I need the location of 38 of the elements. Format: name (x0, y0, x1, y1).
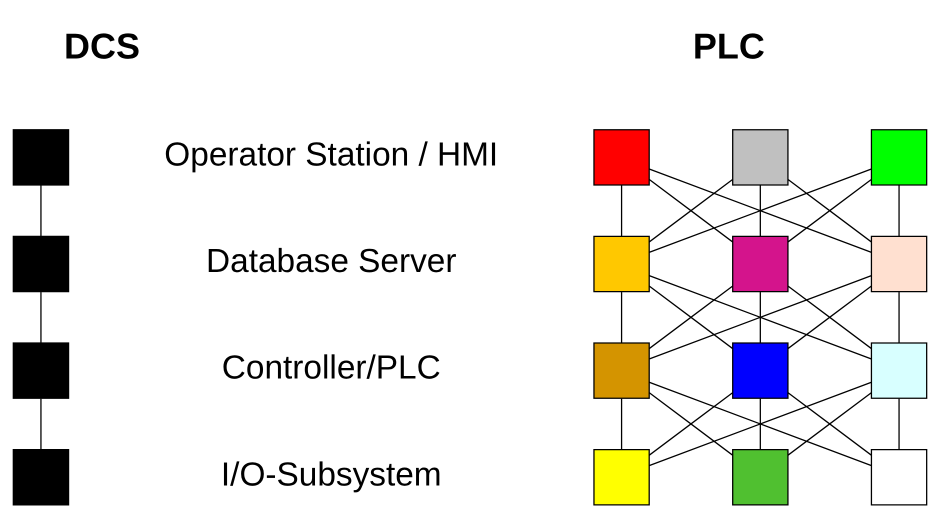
node-box (12, 448, 70, 505)
connector (788, 392, 872, 456)
node-box (12, 128, 70, 186)
connector (620, 292, 622, 342)
node-box (593, 448, 650, 505)
connector (760, 398, 761, 450)
connector (620, 398, 622, 450)
connector (40, 184, 42, 236)
node-box (870, 235, 928, 292)
label: DCS (64, 24, 140, 66)
node-box (593, 235, 650, 292)
label: I/O-Subsystem (220, 456, 442, 493)
node-box (732, 448, 789, 505)
connector (40, 292, 42, 342)
node-box (732, 235, 789, 292)
node-box (732, 342, 789, 398)
node-box (870, 448, 928, 505)
label: Database Server (206, 242, 456, 280)
node-box (870, 128, 928, 186)
node-box (12, 235, 70, 292)
connector (40, 398, 42, 450)
label: Controller/PLC (222, 349, 441, 386)
connector (760, 184, 761, 236)
connector (898, 184, 900, 236)
node-box (732, 128, 789, 186)
node-box (12, 342, 70, 398)
connector (648, 392, 733, 456)
node-box (593, 128, 650, 186)
connector (898, 292, 900, 342)
label: Operator Station / HMI (164, 136, 498, 173)
connector (620, 184, 622, 236)
label: PLC (692, 24, 765, 66)
node-box (593, 342, 650, 398)
connector (898, 398, 900, 450)
connector (788, 285, 872, 349)
node-box (870, 342, 928, 398)
connector (760, 292, 761, 342)
connector (788, 178, 872, 242)
